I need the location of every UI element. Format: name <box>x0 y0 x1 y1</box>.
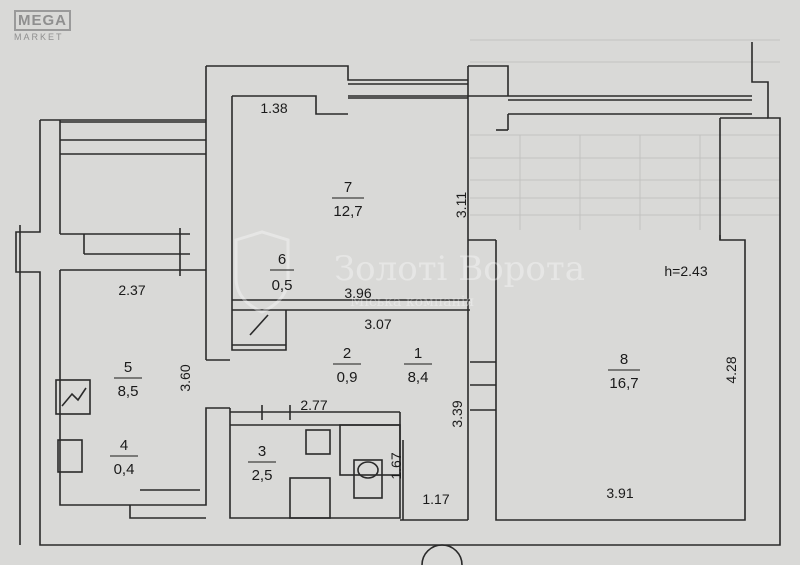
room-5-area: 8,5 <box>118 383 139 400</box>
watermark-tagline: Міська компанія <box>350 294 474 310</box>
watermark-name: Золоті Ворота <box>334 249 585 289</box>
ceiling-height: h=2.43 <box>664 263 707 279</box>
dim-4-28: 4.28 <box>723 356 739 383</box>
room-4-number: 4 <box>120 437 128 454</box>
dim-1-17: 1.17 <box>422 491 449 507</box>
dimension-labels: 1.38 3.11 2.37 3.96 3.07 3.60 2.77 3.39 … <box>118 100 739 507</box>
dim-3-39: 3.39 <box>449 400 465 427</box>
walls <box>15 42 781 565</box>
room-2-area: 0,9 <box>337 369 358 386</box>
dim-3-07: 3.07 <box>364 316 391 332</box>
room-labels: 7 12,7 6 0,5 5 8,5 4 0,4 2 0,9 1 8,4 3 <box>110 179 640 484</box>
dim-3-60: 3.60 <box>177 364 193 391</box>
room-8-area: 16,7 <box>609 375 638 392</box>
dim-1-67: 1.67 <box>388 452 404 479</box>
room-3-number: 3 <box>258 443 266 460</box>
background-grid <box>470 39 780 230</box>
room-1-number: 1 <box>414 345 422 362</box>
dim-3-91: 3.91 <box>606 485 633 501</box>
dim-1-38: 1.38 <box>260 100 287 116</box>
logo-sub: MARKET <box>14 32 64 42</box>
room-3-area: 2,5 <box>252 467 273 484</box>
watermark-shield-icon <box>234 230 290 314</box>
dim-2-37: 2.37 <box>118 282 145 298</box>
room-8-number: 8 <box>620 351 628 368</box>
dim-3-96: 3.96 <box>344 285 371 301</box>
logo-brand: MEGA <box>14 10 71 31</box>
megamarket-logo: MEGA MARKET <box>14 10 78 42</box>
room-4-area: 0,4 <box>114 461 135 478</box>
room-7-number: 7 <box>344 179 352 196</box>
dim-3-11: 3.11 <box>453 192 469 218</box>
room-7-area: 12,7 <box>333 203 362 220</box>
watermark: Золоті Ворота Міська компанія <box>234 230 585 314</box>
dim-2-77: 2.77 <box>300 397 327 413</box>
room-6-area: 0,5 <box>272 277 293 294</box>
room-6-number: 6 <box>278 251 286 268</box>
room-2-number: 2 <box>343 345 351 362</box>
room-5-number: 5 <box>124 359 132 376</box>
room-1-area: 8,4 <box>408 369 429 386</box>
